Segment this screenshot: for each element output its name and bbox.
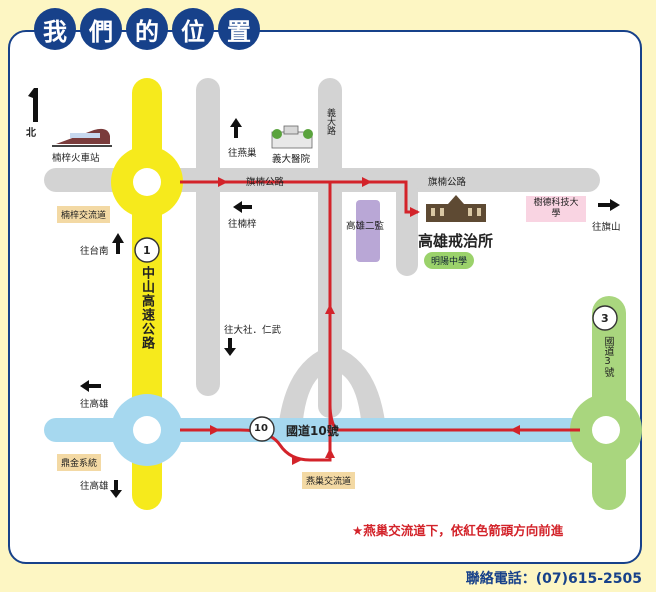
gray-road-vertical-right [396,180,418,276]
hospital-icon [271,125,313,149]
zhongshan-freeway-label: 中山高速公路 [139,266,154,350]
arrow-down-icon [224,338,236,356]
nh3-shield-icon [592,305,618,331]
train-icon [52,128,112,147]
freeway1-shield-number: 1 [143,244,151,257]
directions-note: ★燕巢交流道下，依紅色箭頭方向前進 [352,523,564,538]
arrow-left-icon [80,380,101,392]
to-kaohsiung-label: 往高雄 [80,399,109,410]
arrow-right-icon [598,199,620,211]
nh3-label: 國道3號 [602,336,613,377]
qiaonan-road-label-left: 旗楠公路 [246,177,285,188]
to-yanchao-label: 往燕巢 [228,148,257,159]
detention-center-building-icon [426,195,486,222]
to-dashe-renwu-label: 往大社．仁武 [224,325,282,336]
arrow-down-icon [110,480,122,498]
gray-road-vertical-left [196,78,220,396]
title-char: 我 [34,8,76,50]
yida-hospital-label: 義大醫院 [272,154,311,165]
freeway1-shield-icon [134,237,160,263]
dingjin-system-tag: 鼎金系統 [57,454,102,471]
arrow-left-icon [233,201,252,213]
title-char: 位 [172,8,214,50]
nanzi-station-label: 楠梓火車站 [52,153,100,164]
nh10-shield-icon [249,416,275,442]
yanchao-interchange-tag: 燕巢交流道 [302,472,356,489]
prison2-label: 高雄二監 [346,221,385,232]
title-char: 們 [80,8,122,50]
local-roads [44,78,600,430]
national-highway-10 [44,418,624,442]
route-arrows [210,177,520,465]
page-title: 我 們 的 位 置 [34,8,260,50]
to-nanzi-label: 往楠梓 [228,219,257,230]
compass-icon [28,88,38,122]
prison2-block [356,200,380,262]
nh10-label: 國道10號 [286,424,339,438]
mingyang-high-school-tag: 明陽中學 [424,252,475,269]
to-kaohsiung-label: 往高雄 [80,481,109,492]
nh3-shield-number: 3 [601,312,609,325]
title-char: 置 [218,8,260,50]
arrow-up-icon [112,233,124,254]
to-qishan-label: 往旗山 [592,222,621,233]
compass-north-label: 北 [26,128,36,139]
detention-center-label: 高雄戒治所 [418,232,494,250]
arrow-up-icon [230,118,242,138]
qiaonan-road-label-right: 旗楠公路 [428,177,467,188]
to-tainan-label: 往台南 [80,246,109,257]
yida-road-label: 義大路 [325,108,335,135]
shute-university-tag: 樹德科技大學 [526,196,586,222]
nh10-shield-number: 10 [254,423,268,434]
contact-phone: 聯絡電話：(07)615-2505 [465,571,642,587]
title-char: 的 [126,8,168,50]
yanchao-ramp [278,345,386,430]
direction-arrows [80,118,620,498]
nanzi-interchange-tag: 楠梓交流道 [57,206,111,223]
